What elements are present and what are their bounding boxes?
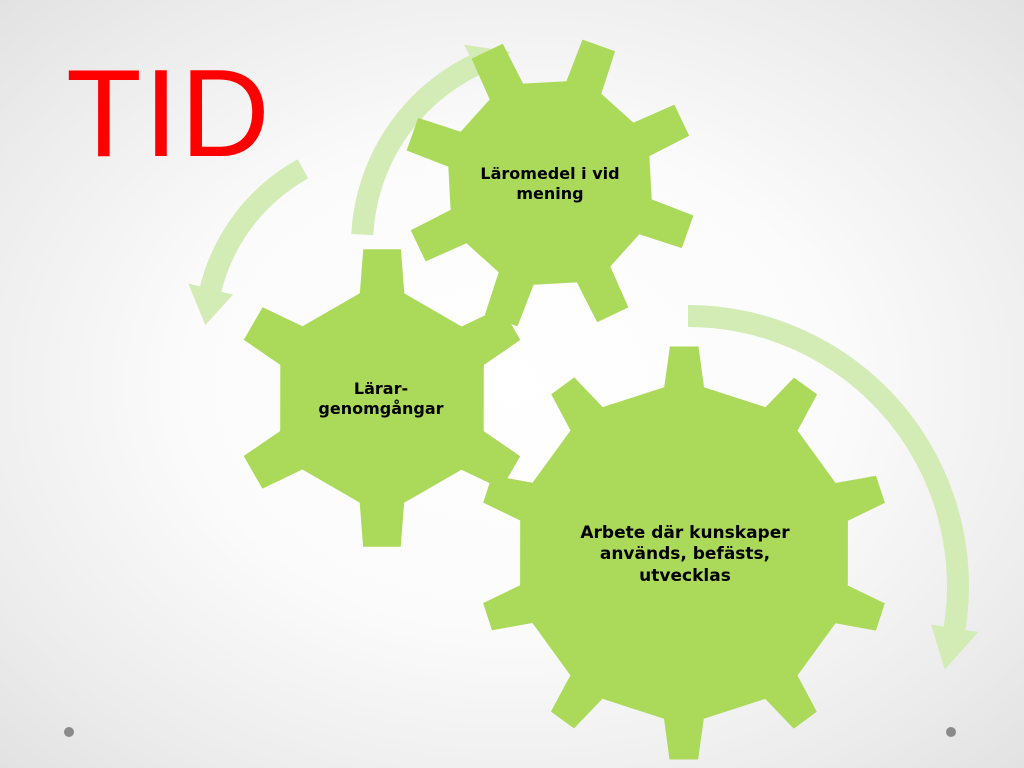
gear-arbete — [483, 346, 885, 760]
gear-larargenomgangar — [243, 249, 521, 547]
gears — [243, 39, 885, 760]
gear-label-larargenomgangar: Lärar-genomgångar — [318, 379, 444, 418]
gear-label-laromedel: Läromedel i vid mening — [480, 164, 620, 203]
gear-label-arbete: Arbete där kunskaper används, befästs, u… — [580, 523, 790, 586]
cycle-arrow-left — [188, 159, 309, 326]
cycle-arrow-right — [688, 305, 979, 670]
gear-laromedel — [406, 39, 694, 327]
slide-dot-left — [64, 727, 74, 737]
slide-title: TID — [66, 45, 272, 183]
slide-dot-right — [946, 727, 956, 737]
